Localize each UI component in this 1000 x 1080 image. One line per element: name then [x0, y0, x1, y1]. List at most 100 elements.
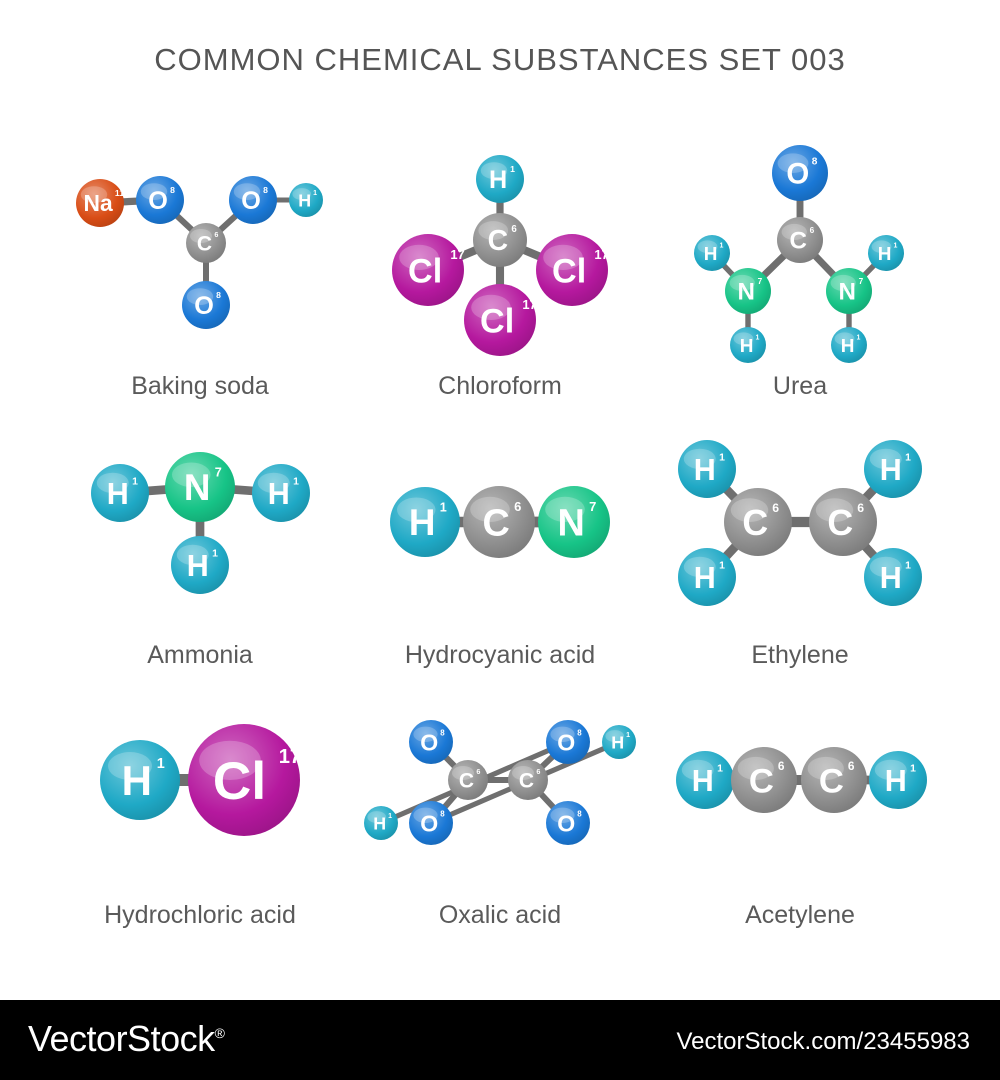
atomic-number: 8 [263, 185, 268, 195]
atom-symbol: Na [84, 190, 113, 216]
caption-ethylene: Ethylene [751, 641, 849, 669]
atom-symbol: C [197, 233, 212, 256]
atomic-number: 6 [476, 767, 480, 776]
atom-symbol: N [838, 279, 855, 306]
caption-hydrocyanic-acid: Hydrocyanic acid [404, 641, 596, 669]
atom-symbol: H [692, 764, 714, 798]
atom-symbol: C [459, 770, 474, 793]
atom-symbol: H [187, 549, 209, 583]
atomic-number: 1 [857, 335, 861, 342]
atomic-number: 17 [522, 297, 536, 312]
atomic-number: 7 [859, 277, 864, 286]
atomic-number: 8 [440, 728, 445, 737]
brand-logo[interactable]: VectorStock® [28, 1018, 225, 1060]
atom-symbol: H [694, 561, 716, 595]
atom-symbol: H [880, 561, 902, 595]
atom-symbol: Cl [552, 252, 586, 290]
atom-symbol: Cl [213, 752, 266, 811]
atomic-number: 1 [293, 476, 299, 487]
footer-bar: VectorStock® VectorStock.com/23455983 [0, 1000, 1000, 1080]
atomic-number: 6 [514, 499, 521, 514]
image-id-link[interactable]: VectorStock.com/23455983 [676, 1028, 970, 1055]
atom-symbol: H [885, 764, 907, 798]
atom-symbol: H [107, 477, 129, 511]
atomic-number: 1 [720, 243, 724, 250]
atom-symbol: O [557, 810, 575, 836]
atomic-number: 17 [450, 247, 464, 262]
atom-symbol: H [740, 336, 754, 357]
atomic-number: 1 [719, 452, 725, 463]
atomic-number: 1 [510, 164, 515, 174]
atomic-number: 1 [717, 763, 723, 774]
caption-ammonia: Ammonia [147, 641, 253, 669]
atom-cl: Cl 17 [188, 724, 301, 836]
atomic-number: 6 [857, 501, 864, 515]
atomic-number: 7 [215, 466, 222, 480]
atom-symbol: O [420, 810, 438, 836]
atom-symbol: Cl [480, 302, 514, 340]
atom-symbol: C [749, 762, 774, 800]
atomic-number: 17 [594, 247, 608, 262]
caption-chloroform: Chloroform [438, 372, 562, 400]
atom-symbol: H [268, 477, 290, 511]
atomic-number: 7 [758, 277, 763, 286]
caption-acetylene: Acetylene [745, 901, 855, 929]
atom-symbol: H [611, 732, 624, 752]
atomic-number: 8 [170, 185, 175, 195]
atomic-number: 17 [279, 746, 301, 768]
atom-symbol: C [789, 228, 806, 255]
atom-symbol: O [148, 187, 168, 215]
atomic-number: 6 [511, 224, 517, 235]
atomic-number: 8 [577, 809, 582, 818]
atomic-number: 8 [216, 290, 221, 300]
atom-symbol: H [694, 453, 716, 487]
atomic-number: 1 [212, 548, 218, 559]
caption-oxalic-acid: Oxalic acid [438, 901, 562, 929]
atom-symbol: N [737, 279, 754, 306]
atomic-number: 1 [905, 452, 911, 463]
brand-name: VectorStock [28, 1018, 215, 1059]
atomic-number: 1 [719, 560, 725, 571]
atomic-number: 6 [772, 501, 779, 515]
atom-symbol: C [742, 503, 768, 543]
atomic-number: 6 [214, 230, 218, 239]
atomic-number: 6 [536, 767, 540, 776]
atomic-number: 1 [626, 732, 630, 739]
atomic-number: 1 [910, 763, 916, 774]
caption-baking-soda: Baking soda [131, 372, 269, 400]
